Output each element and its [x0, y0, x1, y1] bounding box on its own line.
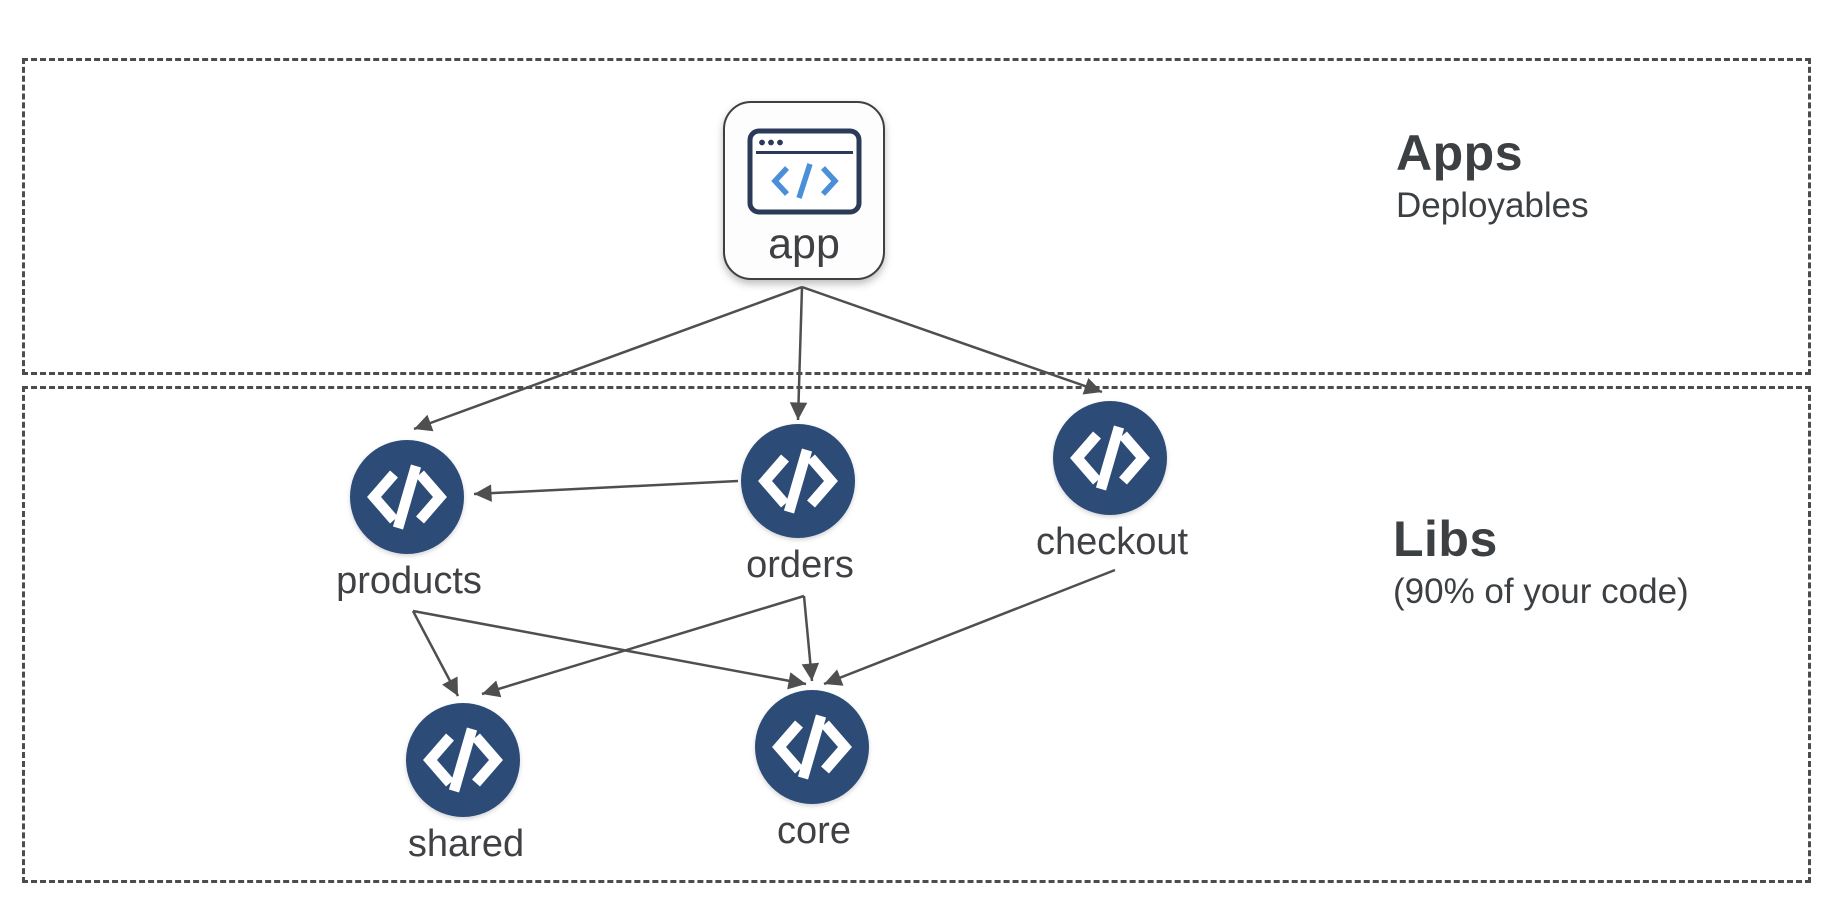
libs-zone-subtitle: (90% of your code) — [1393, 572, 1689, 611]
code-icon — [755, 690, 869, 804]
libs-zone-title: Libs — [1393, 511, 1498, 567]
node-label-products: products — [336, 560, 482, 602]
apps-zone-title: Apps — [1396, 125, 1523, 181]
edge-orders-shared — [481, 594, 805, 698]
apps-zone-subtitle: Deployables — [1396, 186, 1589, 225]
edge-orders-products — [473, 479, 739, 502]
node-label-checkout: checkout — [1035, 521, 1189, 563]
edge-app-checkout — [801, 285, 1103, 395]
node-label-shared: shared — [407, 823, 525, 865]
apps-zone — [22, 58, 1811, 375]
node-core — [755, 690, 869, 804]
node-products — [350, 440, 464, 554]
edge-checkout-core — [823, 568, 1116, 686]
node-orders — [741, 424, 855, 538]
libs-zone-label: Libs (90% of your code) — [1393, 512, 1689, 612]
code-icon — [406, 703, 520, 817]
browser-window-icon — [747, 128, 861, 215]
node-label-core: core — [777, 810, 851, 852]
node-app: app — [723, 101, 885, 280]
edge-app-orders — [789, 286, 808, 421]
node-checkout — [1053, 401, 1167, 515]
node-label-orders: orders — [746, 544, 854, 586]
edge-app-products — [413, 285, 803, 432]
libs-zone — [22, 386, 1811, 883]
node-shared — [406, 703, 520, 817]
node-label-app: app — [768, 220, 840, 268]
code-icon — [1053, 401, 1167, 515]
edge-products-core — [412, 609, 807, 690]
code-icon — [350, 440, 464, 554]
edge-orders-core — [801, 595, 820, 682]
code-icon — [741, 424, 855, 538]
edge-products-shared — [411, 610, 460, 697]
apps-zone-label: Apps Deployables — [1396, 126, 1589, 226]
